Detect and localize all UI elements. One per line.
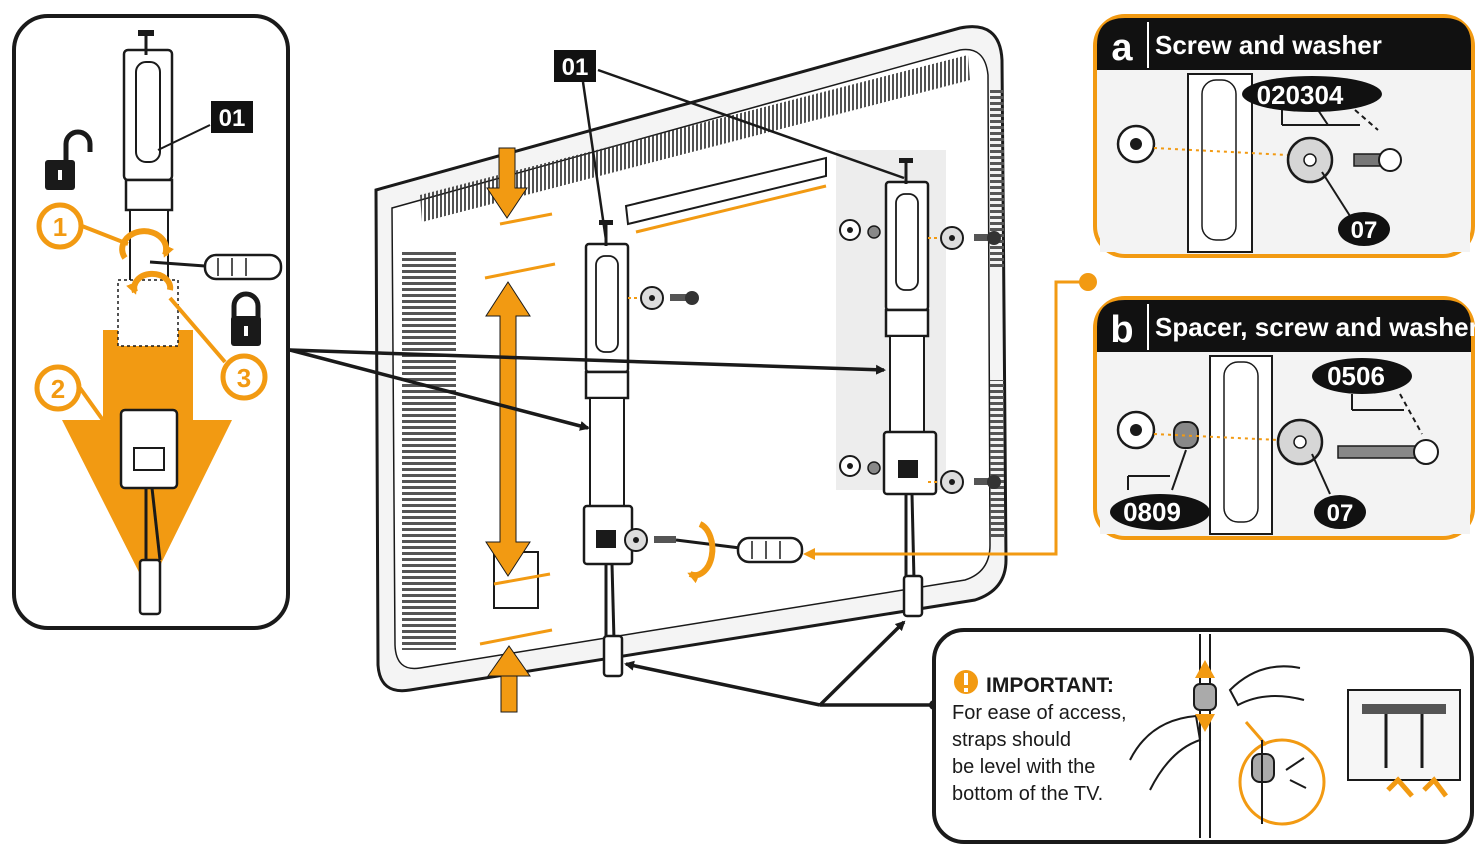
double-arrow-icon	[485, 281, 531, 577]
screwdriver-icon	[736, 536, 804, 564]
step-1-label: 1	[53, 212, 67, 242]
tv-left-vents	[402, 250, 456, 650]
important-line-2: straps should	[952, 729, 1071, 751]
panel-a-bottom-label: 07	[1351, 217, 1378, 244]
lock-icon	[231, 291, 261, 346]
part-label-pill	[1314, 495, 1366, 529]
step-circle	[220, 353, 268, 401]
right-tv-bracket	[882, 158, 938, 618]
part-label-pill	[1312, 358, 1412, 394]
level-indicators	[479, 147, 556, 713]
panel-b-connector	[806, 280, 1084, 556]
panel-b: b Spacer, screw and washer 0506 0809 07	[1093, 296, 1479, 540]
important-line-3: be level with the	[952, 756, 1095, 778]
step-circle	[34, 364, 82, 412]
leader-line	[157, 124, 211, 151]
important-panel: IMPORTANT: For ease of access, straps sh…	[932, 628, 1474, 844]
connector-dot	[1079, 273, 1097, 291]
left-detail-panel: 01 1 2 3	[12, 14, 290, 630]
part-label-pill	[1242, 76, 1382, 112]
tv-top-vents	[420, 55, 970, 222]
panel-a-header	[1097, 18, 1471, 70]
wall-mount-thumbnail	[1347, 689, 1461, 798]
unlock-icon	[45, 129, 93, 190]
down-arrow-icon	[486, 147, 528, 219]
rotate-arrow-icon	[126, 270, 174, 295]
leader-line	[168, 296, 227, 364]
rotate-arrow-icon	[119, 228, 174, 260]
left-part-label: 01	[219, 105, 246, 132]
important-line-1: For ease of access,	[952, 702, 1127, 724]
panel-a-letter: a	[1111, 27, 1133, 69]
leader-line	[78, 386, 112, 432]
panel-b-header	[1097, 300, 1471, 352]
step-3-label: 3	[237, 363, 251, 393]
spacer-icon	[1173, 421, 1199, 449]
part-label-pill	[1338, 212, 1390, 246]
panel-a-title: Screw and washer	[1155, 30, 1382, 60]
screw-icon	[1337, 445, 1423, 459]
panel-b-bottom-label: 07	[1327, 500, 1354, 527]
screwdriver-icon	[149, 253, 283, 281]
part-label-pill	[1110, 494, 1210, 530]
panel-b-top-label: 0506	[1327, 361, 1385, 391]
up-arrow-icon	[487, 645, 531, 713]
rotate-arrow-icon	[687, 521, 716, 584]
important-line-4: bottom of the TV.	[952, 783, 1103, 805]
hand-adjust-illustration	[1129, 634, 1326, 838]
part-label-box	[554, 50, 596, 82]
tv-right-vents	[990, 380, 1004, 540]
leader-line	[81, 224, 129, 246]
panel-a: a Screw and washer 020304 07	[1093, 14, 1475, 258]
panel-b-title: Spacer, screw and washer	[1155, 312, 1479, 342]
hardware-on-tv	[624, 219, 1001, 552]
important-heading: IMPORTANT:	[986, 674, 1114, 697]
part-label-box	[211, 101, 253, 133]
main-part-label: 01	[562, 54, 589, 81]
guide-line	[635, 184, 827, 234]
important-panel-frame	[932, 628, 1474, 844]
panel-b-letter: b	[1110, 309, 1133, 351]
tv-rail	[624, 156, 827, 226]
left-tv-bracket	[582, 220, 634, 678]
panel-b-left-label: 0809	[1123, 497, 1181, 527]
tv-right-vents	[990, 90, 1004, 270]
step-circle	[36, 202, 84, 250]
panel-a-top-label: 020304	[1257, 80, 1344, 110]
pointer-arrows	[289, 68, 939, 710]
step-2-label: 2	[51, 374, 65, 404]
